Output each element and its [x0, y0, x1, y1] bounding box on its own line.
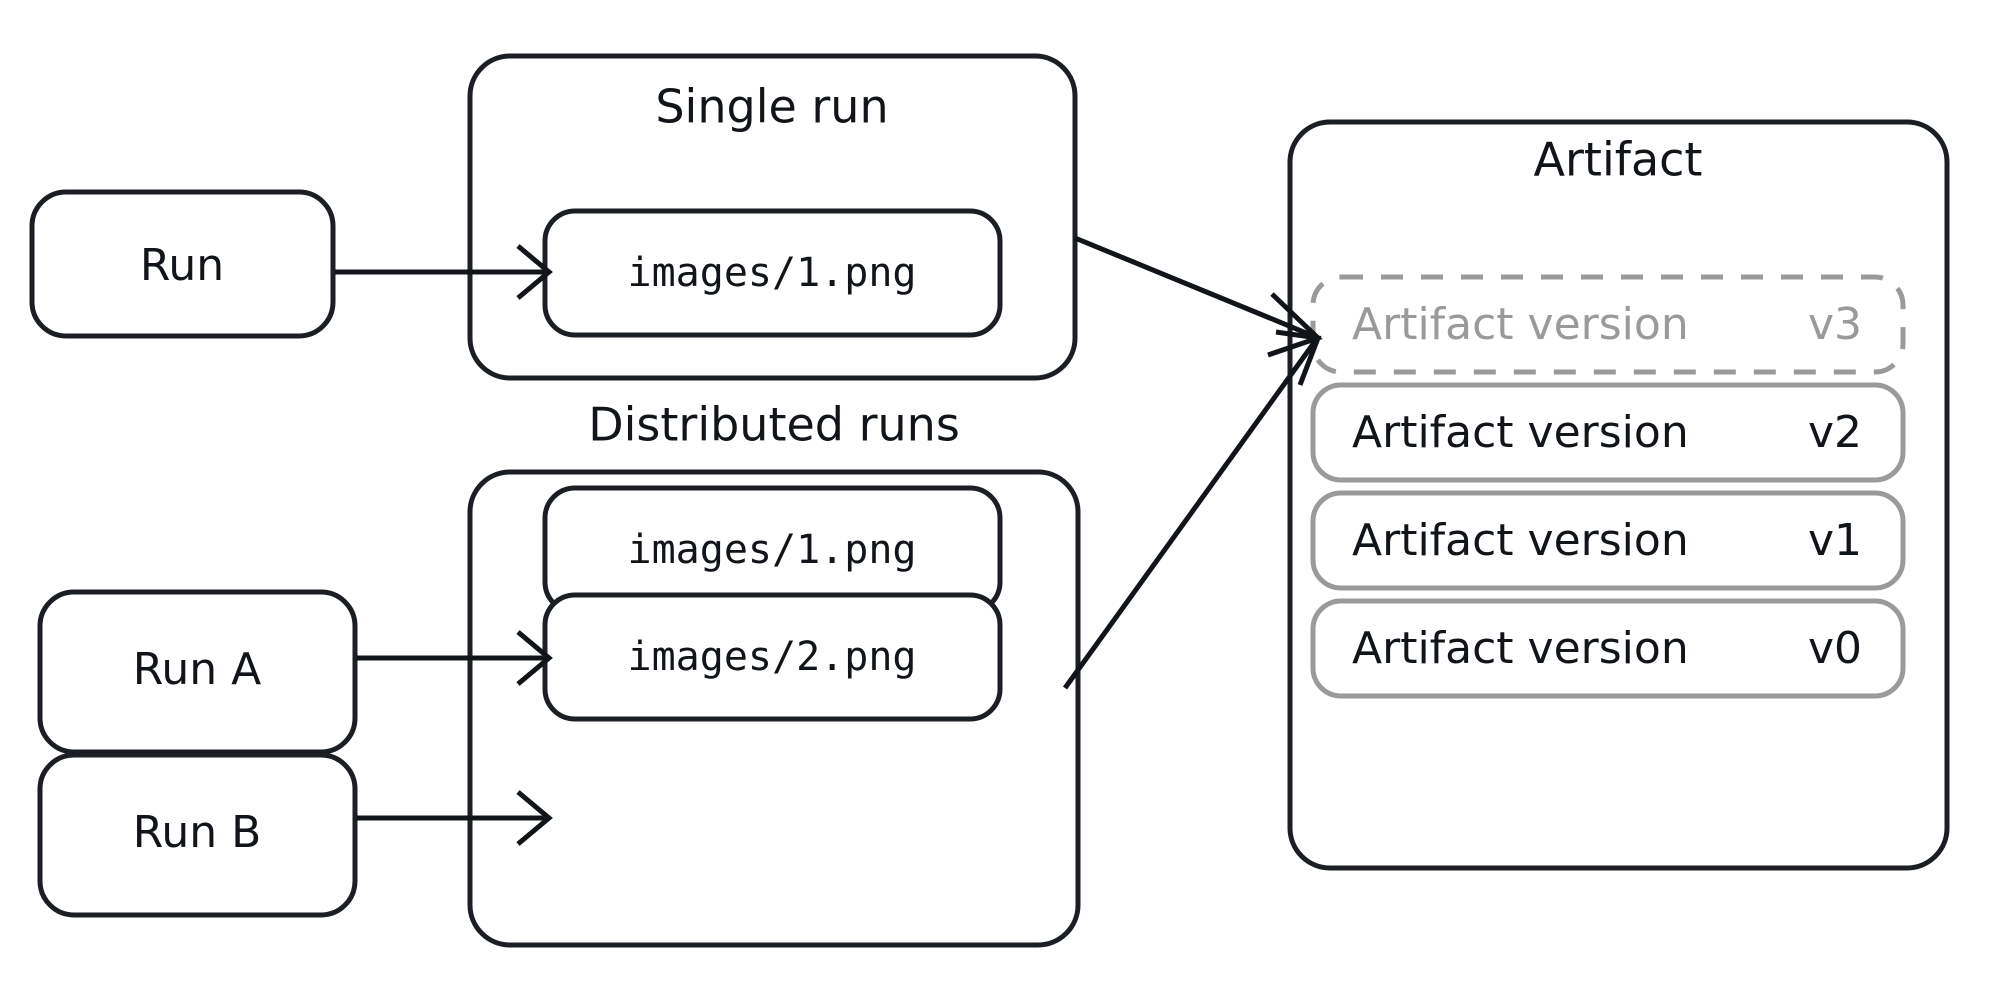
edge-run-b-to-file-arrowhead	[516, 790, 553, 846]
artifact-version-number-v1: v1	[1808, 515, 1862, 566]
distributed-file-label-2: images/2.png	[628, 634, 917, 680]
artifact-version-row-v0[interactable]: Artifact version v0	[1310, 598, 1906, 699]
artifact-version-label-v3: Artifact version	[1352, 299, 1689, 350]
artifact-version-label-v1: Artifact version	[1352, 515, 1689, 566]
edge-run-a-to-file-arrowhead	[516, 630, 553, 686]
run-node[interactable]: Run	[29, 189, 336, 339]
artifact-version-label-v0: Artifact version	[1352, 623, 1689, 674]
edge-distributed-runs-to-artifact-arrowhead	[1275, 329, 1322, 386]
artifact-version-box-v3[interactable]	[1310, 274, 1906, 375]
run-a-node[interactable]: Run A	[37, 589, 358, 755]
run-node-box[interactable]	[29, 189, 336, 339]
run-b-node-box[interactable]	[37, 752, 358, 918]
edge-run-a-to-file	[357, 630, 553, 686]
edge-single-run-to-artifact	[1074, 235, 1323, 358]
artifact-version-box-v2[interactable]	[1310, 382, 1906, 483]
artifact-version-row-v3[interactable]: Artifact version v3	[1310, 274, 1906, 375]
run-b-node[interactable]: Run B	[37, 752, 358, 918]
run-a-node-box[interactable]	[37, 589, 358, 755]
group-single-run: Single run images/1.png	[467, 53, 1078, 381]
edge-run-b-to-file	[357, 790, 553, 846]
artifact-version-row-v1[interactable]: Artifact version v1	[1310, 490, 1906, 591]
edge-distributed-runs-to-artifact-line	[1062, 338, 1319, 690]
distributed-runs-title: Distributed runs	[588, 398, 960, 452]
artifact-version-box-v0[interactable]	[1310, 598, 1906, 699]
artifact-version-number-v2: v2	[1808, 407, 1862, 458]
single-run-title: Single run	[655, 80, 888, 134]
artifact-version-label-v2: Artifact version	[1352, 407, 1689, 458]
run-a-node-label: Run A	[133, 644, 261, 695]
edge-distributed-runs-to-artifact	[1062, 329, 1322, 690]
artifact-version-box-v1[interactable]	[1310, 490, 1906, 591]
run-b-node-label: Run B	[133, 807, 262, 858]
edge-run-to-file-arrowhead	[516, 244, 553, 300]
edge-single-run-to-artifact-line	[1074, 235, 1317, 340]
group-distributed-runs: Distributed runs images/1.png images/2.p…	[467, 398, 1081, 948]
distributed-file-label-1: images/1.png	[628, 527, 917, 573]
edge-run-to-file	[335, 244, 553, 300]
single-run-file-label: images/1.png	[628, 250, 917, 296]
artifact-version-number-v3: v3	[1808, 299, 1862, 350]
artifact-version-number-v0: v0	[1808, 623, 1862, 674]
artifact-container-group: Artifact Artifact version v3 Artifact ve…	[1287, 119, 1950, 871]
artifact-version-row-v2[interactable]: Artifact version v2	[1310, 382, 1906, 483]
run-node-label: Run	[140, 240, 224, 291]
artifact-title: Artifact	[1534, 133, 1703, 187]
